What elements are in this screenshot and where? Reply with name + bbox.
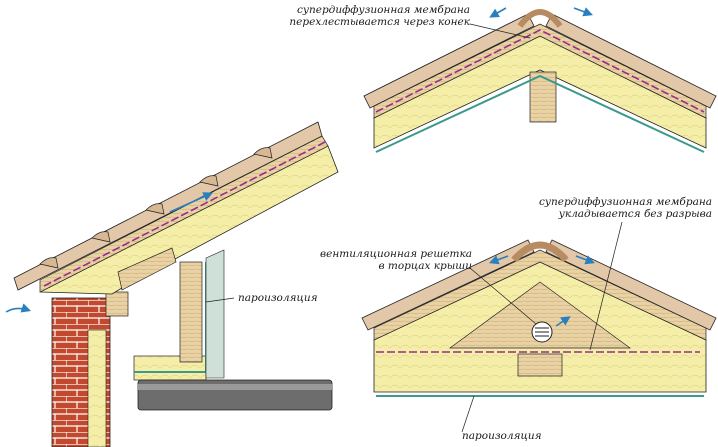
ridge-tiles-top — [363, 13, 535, 109]
leader-line — [461, 395, 475, 433]
ridge-cap-bottom — [511, 241, 569, 263]
label-vapor-barrier-bottom: пароизоляция — [462, 430, 542, 442]
knee-wall — [205, 249, 225, 379]
ridge-rafter-bottom — [373, 249, 707, 341]
label-ridge-membrane-bottom: супердиффузионная мембрана укладывается … — [539, 196, 712, 220]
label-line: перехлестывается через конек — [289, 16, 470, 28]
vent-grille-icon — [531, 321, 553, 343]
airflow-arrow-icon — [169, 192, 213, 213]
roof-tiles — [13, 121, 323, 291]
label-ridge-membrane-top: супердиффузионная мембрана перехлестывае… — [289, 4, 470, 28]
label-line: в торцах крыши — [378, 260, 472, 272]
airflow-arrow-icon — [575, 255, 595, 265]
leader-line — [469, 267, 537, 325]
ridge-section-top — [363, 7, 717, 153]
leader-line — [589, 221, 623, 351]
ridge-attic-wood — [448, 281, 632, 349]
leader-line — [205, 297, 235, 303]
label-vapor-barrier-left: пароизоляция — [238, 292, 318, 304]
vapor-line-top — [375, 74, 705, 153]
wall-insulation — [87, 329, 107, 447]
metal-beam-highlight — [138, 384, 332, 390]
airflow-arrow-icon — [489, 7, 507, 18]
ceiling-joist-bottom — [517, 353, 563, 377]
label-line: вентиляционная решетка — [320, 248, 472, 260]
eaves-board — [117, 247, 177, 291]
eaves-section — [5, 121, 339, 447]
post — [179, 261, 203, 363]
airflow-arrow-icon — [555, 316, 571, 327]
membrane-line-top — [375, 29, 705, 113]
membrane-line — [43, 141, 326, 287]
airflow-arrow-icon — [573, 7, 593, 17]
ridge-rafter-top — [373, 23, 707, 119]
ridge-section-bottom — [205, 221, 717, 433]
leader-line — [469, 23, 531, 39]
airflow-arrow-icon — [489, 255, 509, 265]
label-line: супердиффузионная мембрана — [539, 196, 712, 208]
airflow-arrow-icon — [5, 303, 32, 313]
label-line: укладывается без разрыва — [558, 208, 712, 220]
ridge-tiles-top-right — [545, 13, 717, 109]
ridge-cap-top — [517, 9, 563, 28]
wall-plate — [105, 291, 129, 317]
label-line: супердиффузионная мембрана — [297, 4, 470, 16]
label-vent-grille: вентиляционная решетка в торцах крыши — [320, 248, 472, 272]
tile-ridges — [39, 147, 273, 269]
